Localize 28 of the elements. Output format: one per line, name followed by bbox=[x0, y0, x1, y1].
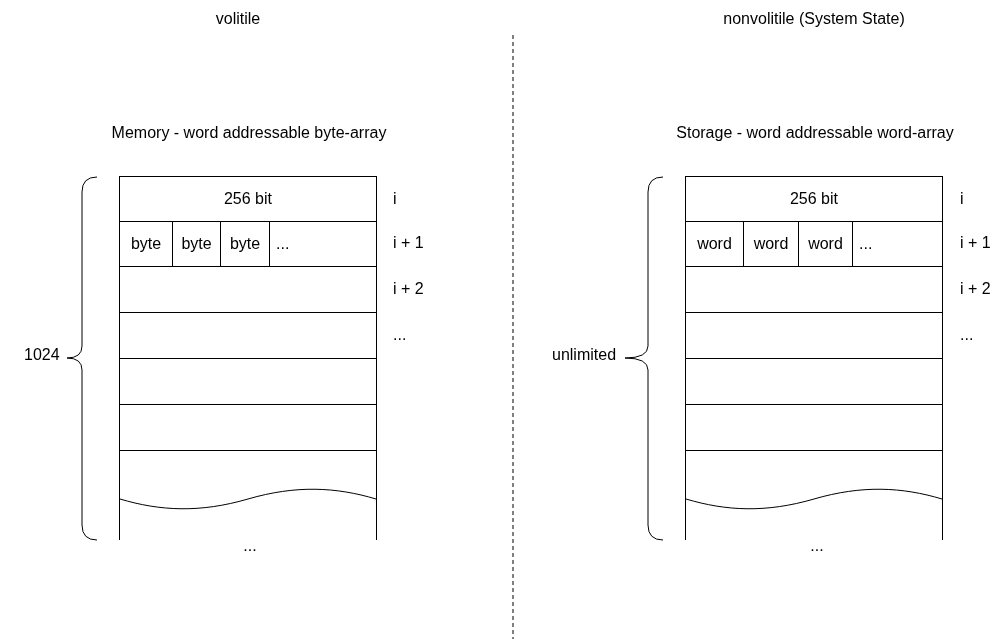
text-label: i bbox=[393, 190, 397, 208]
cell-text: word bbox=[697, 235, 732, 253]
text-label: ... bbox=[960, 326, 974, 344]
array-heading: Memory - word addressable byte-array bbox=[111, 124, 387, 142]
text-label: volitile bbox=[215, 10, 261, 28]
text-label: unlimited bbox=[552, 346, 617, 364]
memory-row bbox=[686, 221, 942, 266]
cell-text: ... bbox=[859, 235, 873, 253]
cell-text: byte bbox=[181, 235, 212, 253]
row-text: 256 bit bbox=[223, 190, 272, 208]
text-label: i + 2 bbox=[960, 280, 991, 298]
cell-text: ... bbox=[276, 235, 290, 253]
cell-text: word bbox=[808, 235, 843, 253]
text-label: i + 1 bbox=[960, 234, 991, 252]
text-label: ... bbox=[393, 326, 407, 344]
text-label: i + 2 bbox=[393, 280, 424, 298]
cell-text: word bbox=[753, 235, 789, 253]
cell-text: byte bbox=[130, 235, 162, 253]
text-label: i bbox=[960, 190, 964, 208]
text-label: ... bbox=[810, 537, 824, 555]
text-label: i + 1 bbox=[393, 234, 424, 252]
array-heading: Storage - word addressable word-array bbox=[676, 124, 954, 142]
text-label: nonvolitile (System State) bbox=[723, 10, 905, 28]
text-label: ... bbox=[243, 537, 257, 555]
cell-text: byte bbox=[229, 235, 261, 253]
memory-row bbox=[120, 221, 376, 266]
text-label: 1024 bbox=[24, 346, 60, 364]
row-text: 256 bit bbox=[789, 190, 838, 208]
